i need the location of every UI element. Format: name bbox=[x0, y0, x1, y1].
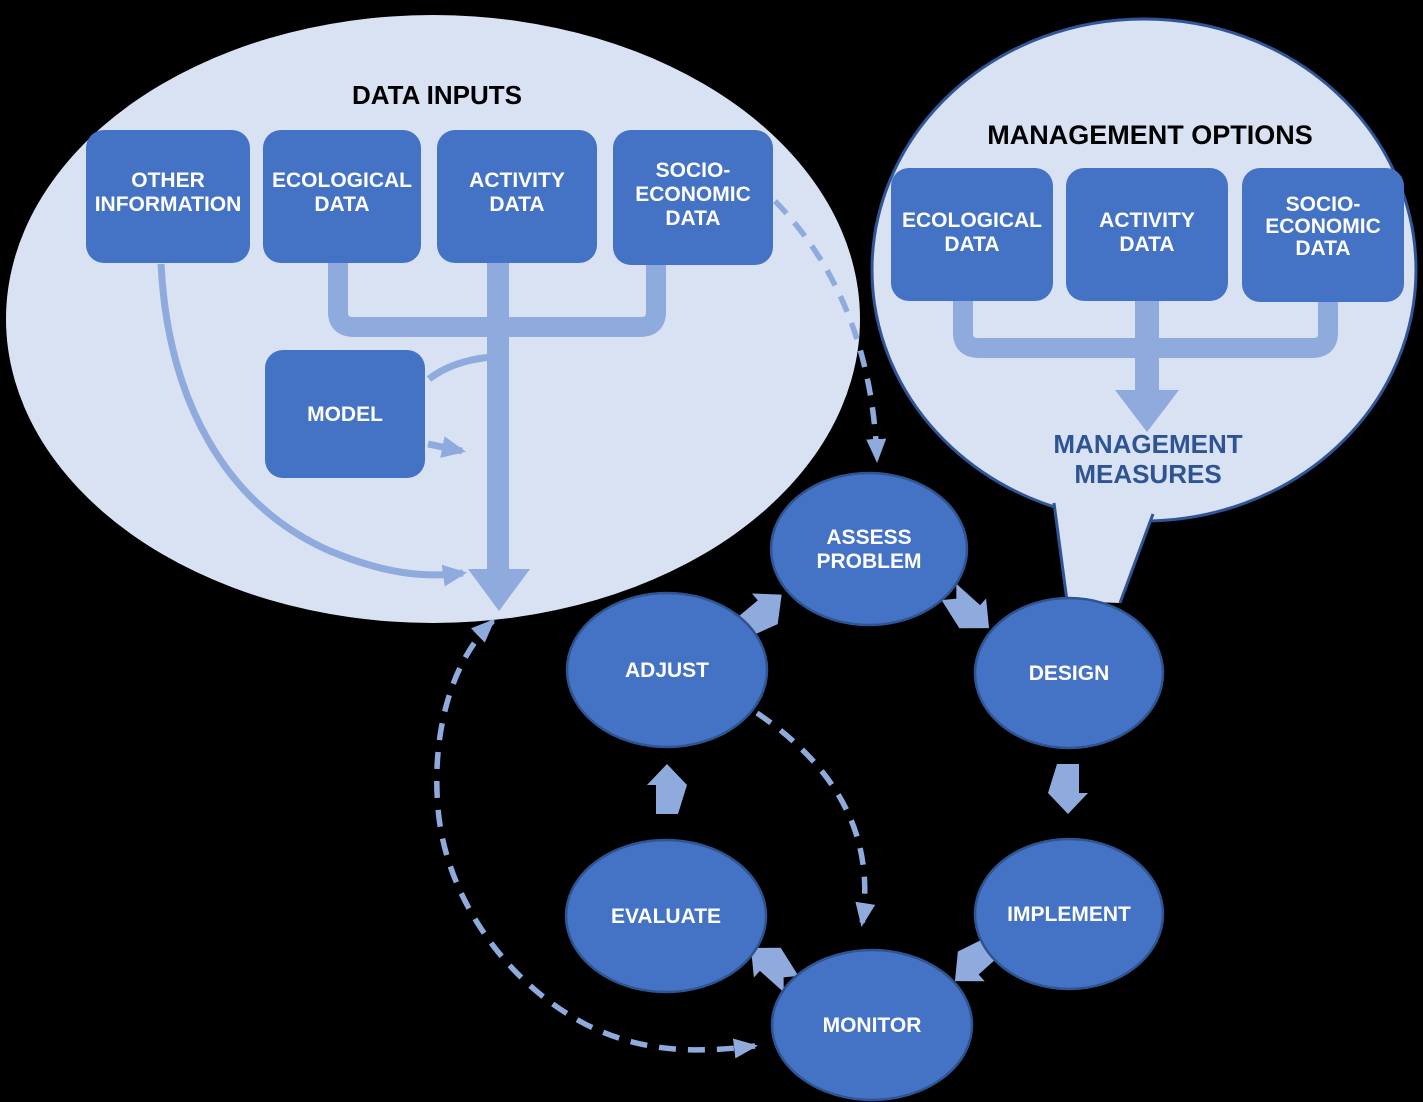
socio-economic-data-label: DATA bbox=[665, 207, 720, 230]
dashed-arrows-group bbox=[434, 199, 887, 1059]
evaluate-label: EVALUATE bbox=[611, 905, 721, 928]
other-information-curve-arrow bbox=[157, 263, 467, 587]
assess-problem-label: ASSESS bbox=[826, 526, 911, 549]
mo-ecological-data-box bbox=[891, 168, 1053, 301]
mo-ecological-data-label: DATA bbox=[944, 233, 999, 256]
activity-data-label: ACTIVITY bbox=[469, 169, 565, 192]
mo-socio-economic-data-label: SOCIO- bbox=[1286, 193, 1361, 216]
dashed-arrow-adjust-to-monitor bbox=[755, 710, 876, 927]
dashed-arc-monitor-data-inputs-loop bbox=[434, 618, 758, 1059]
management-measures-label: MANAGEMENT bbox=[1053, 429, 1242, 459]
data-inputs-title: DATA INPUTS bbox=[352, 80, 522, 110]
model-box bbox=[265, 350, 425, 478]
mo-socio-economic-connector bbox=[1154, 300, 1338, 358]
implement-label: IMPLEMENT bbox=[1007, 903, 1131, 926]
ecological-connector bbox=[328, 261, 495, 337]
mo-trunk-arrowhead bbox=[1115, 390, 1179, 432]
implement-node bbox=[973, 837, 1165, 991]
ecological-data-label: ECOLOGICAL bbox=[272, 169, 412, 192]
ecological-data-label: DATA bbox=[314, 193, 369, 216]
management-measures-label: MEASURES bbox=[1074, 459, 1221, 489]
activity-data-label: DATA bbox=[489, 193, 544, 216]
model-output-arrow bbox=[427, 436, 466, 458]
cycle-nodes-group: ASSESS PROBLEM DESIGN IMPLEMENT MONITOR … bbox=[564, 471, 1165, 1102]
socio-economic-connector bbox=[505, 264, 666, 337]
mo-socio-economic-data-label: ECONOMIC bbox=[1265, 215, 1381, 238]
dashed-arrow-data-inputs-to-assess bbox=[773, 199, 887, 463]
activity-data-box bbox=[437, 130, 597, 263]
arrow-assess-to-design bbox=[941, 583, 990, 629]
adjust-node bbox=[565, 591, 769, 749]
mo-activity-data-box bbox=[1066, 168, 1228, 301]
mo-ecological-data-label: ECOLOGICAL bbox=[902, 209, 1042, 232]
other-information-label: INFORMATION bbox=[95, 193, 242, 216]
arrow-implement-to-monitor bbox=[954, 936, 1003, 982]
model-label: MODEL bbox=[307, 403, 383, 426]
arrow-evaluate-to-adjust bbox=[647, 764, 687, 814]
ecological-data-box bbox=[263, 130, 421, 263]
data-inputs-group: DATA INPUTS OTHER INFORMATION ECOLOGICAL… bbox=[6, 15, 860, 623]
arrow-design-to-implement bbox=[1048, 764, 1088, 814]
socio-economic-data-label: SOCIO- bbox=[656, 159, 731, 182]
socio-economic-data-label: ECONOMIC bbox=[635, 183, 751, 206]
mo-activity-data-label: ACTIVITY bbox=[1099, 209, 1195, 232]
mo-ecological-connector bbox=[953, 300, 1140, 358]
other-information-label: OTHER bbox=[131, 169, 205, 192]
other-information-box bbox=[86, 130, 250, 263]
socio-economic-data-box bbox=[613, 130, 773, 265]
trunk-to-model-curve bbox=[426, 353, 492, 382]
monitor-label: MONITOR bbox=[823, 1014, 922, 1037]
main-trunk-arrowhead bbox=[468, 569, 530, 611]
bubble-tail-outline bbox=[1052, 502, 1155, 604]
evaluate-node bbox=[564, 838, 768, 994]
design-node bbox=[973, 596, 1165, 750]
mo-socio-economic-data-label: DATA bbox=[1295, 237, 1350, 260]
management-options-group: MANAGEMENT OPTIONS ECOLOGICAL DATA ACTIV… bbox=[870, 17, 1418, 604]
management-options-title: MANAGEMENT OPTIONS bbox=[987, 120, 1313, 150]
design-label: DESIGN bbox=[1029, 662, 1110, 685]
mo-socio-economic-data-box bbox=[1242, 168, 1404, 302]
cycle-arrows-group bbox=[647, 583, 1088, 993]
assess-problem-label: PROBLEM bbox=[817, 550, 922, 573]
mo-activity-data-label: DATA bbox=[1119, 233, 1174, 256]
monitor-node bbox=[770, 948, 974, 1102]
adjust-label: ADJUST bbox=[625, 659, 709, 682]
arrow-monitor-to-evaluate bbox=[750, 947, 799, 993]
arrow-adjust-to-assess bbox=[733, 593, 782, 638]
assess-problem-node bbox=[769, 471, 969, 627]
